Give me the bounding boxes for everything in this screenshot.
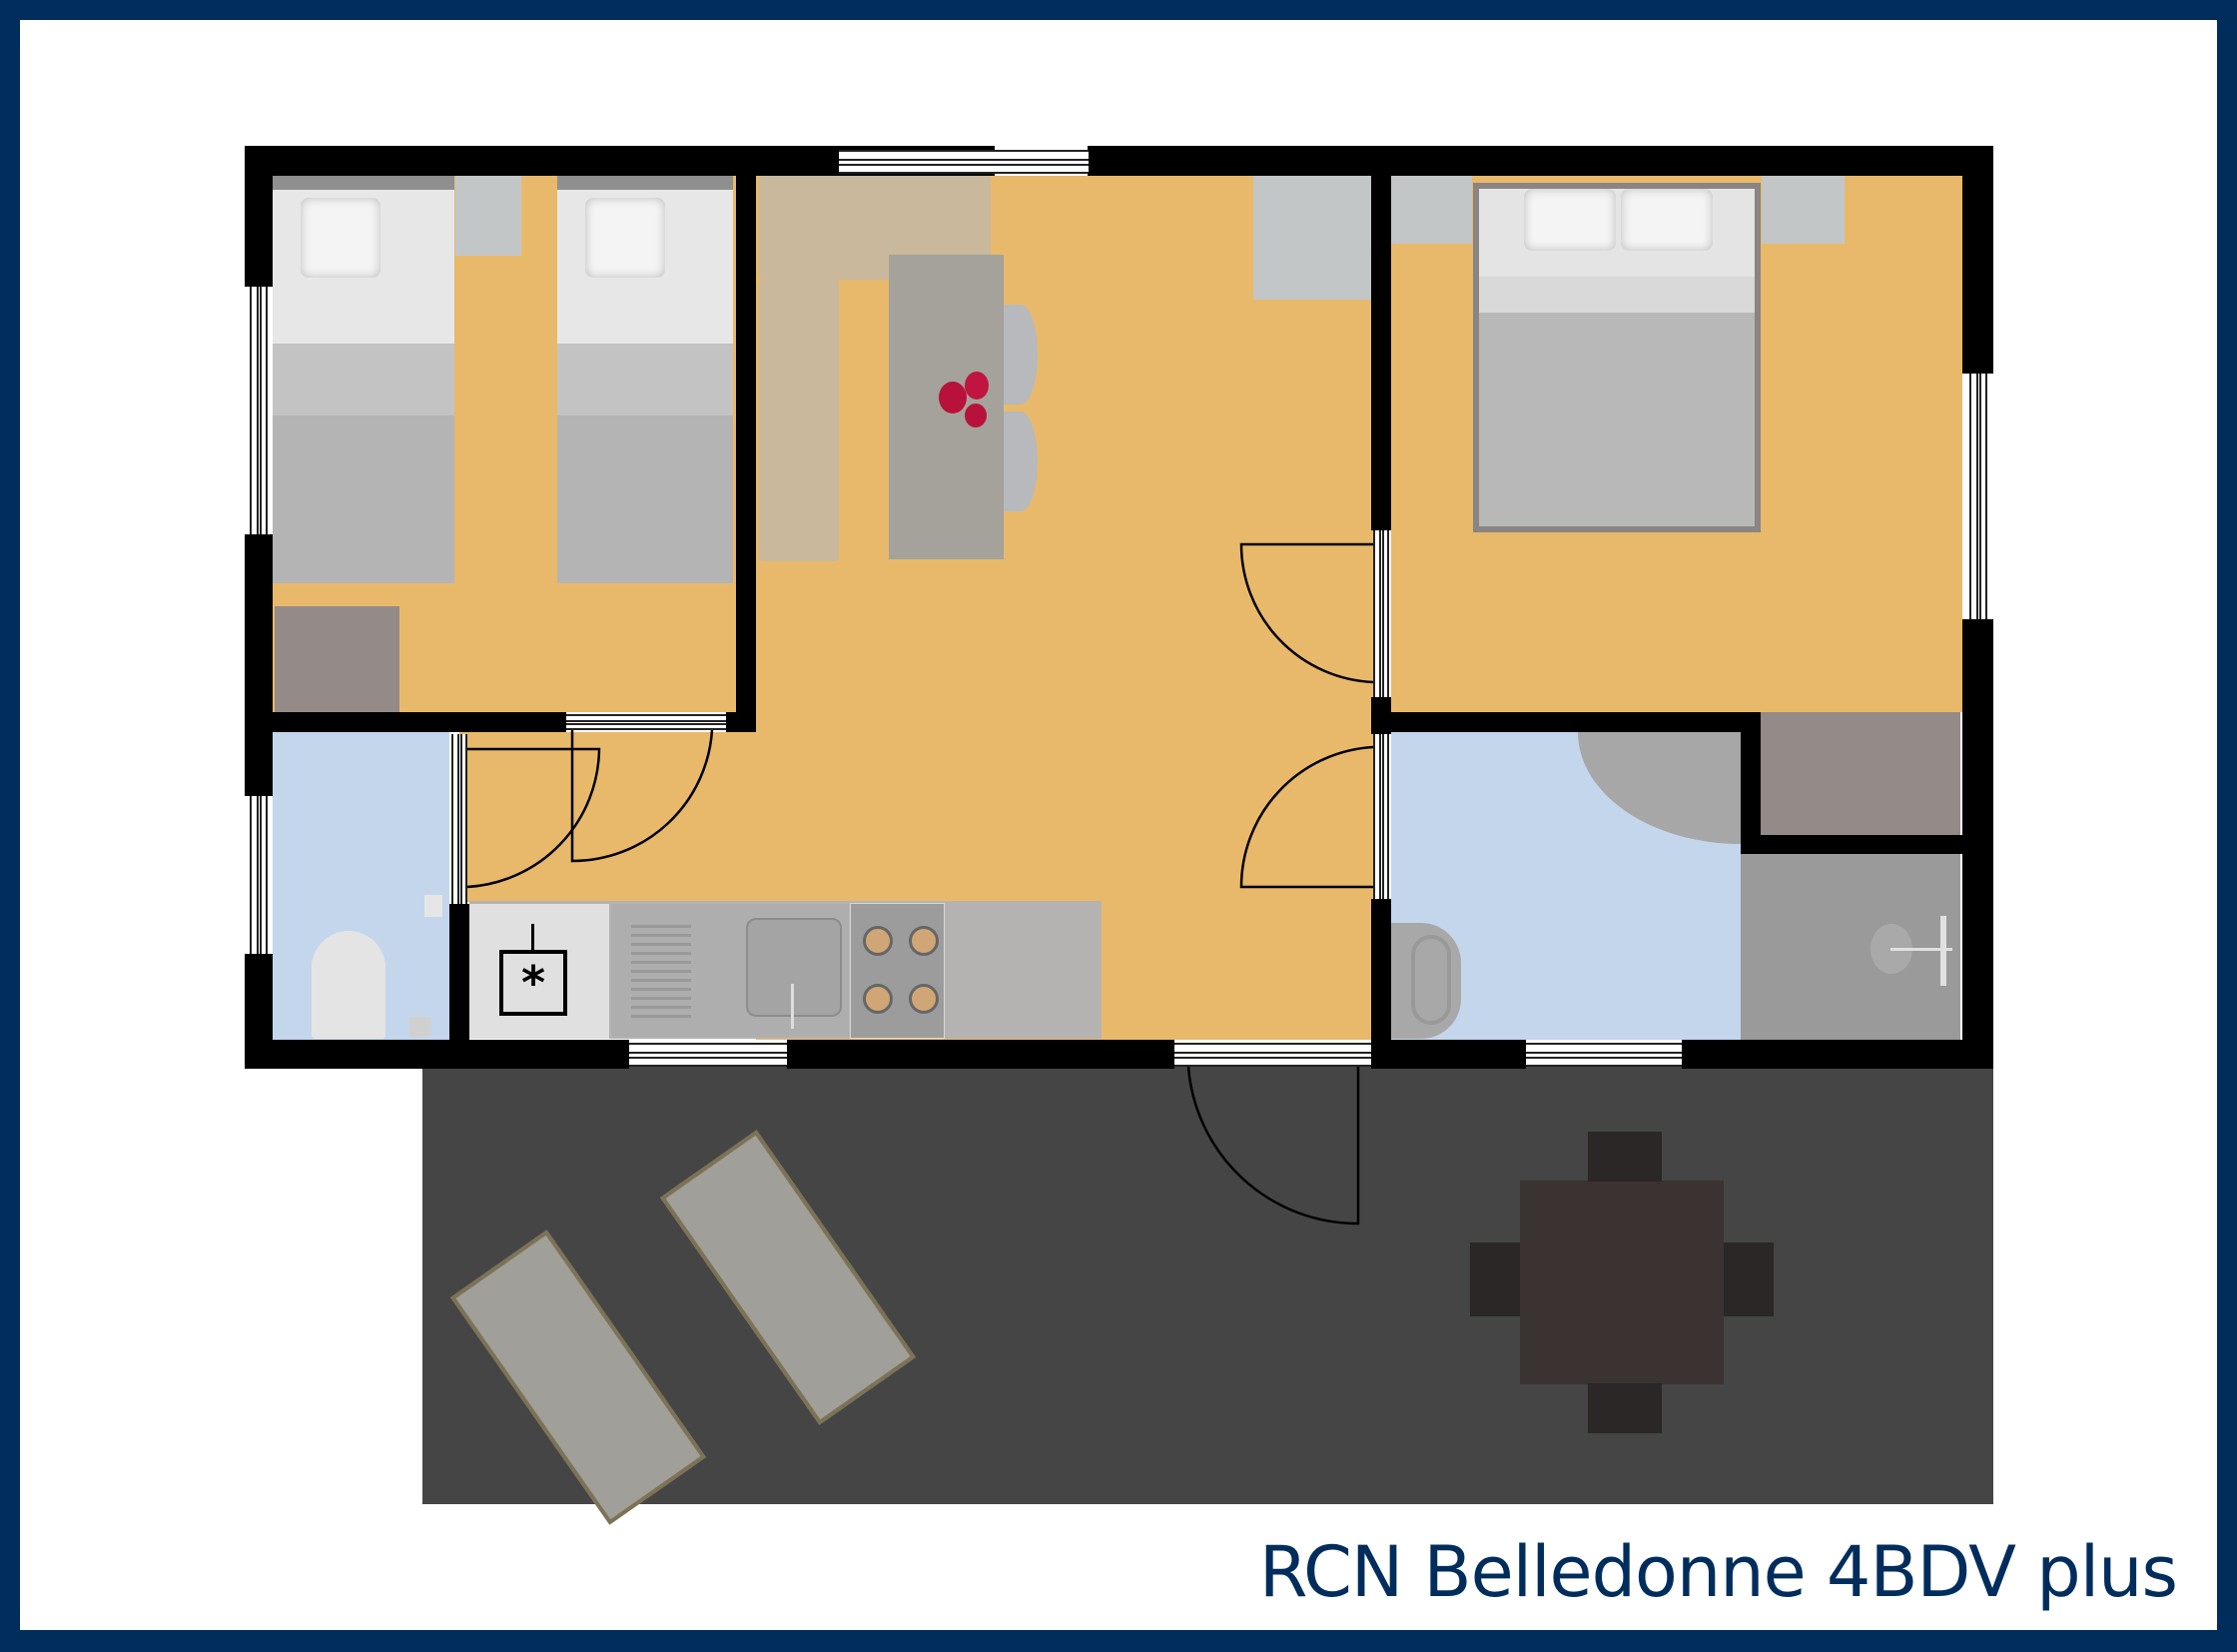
door-frame-double-bedroom	[1373, 530, 1389, 697]
outer-wall-right	[1962, 619, 1993, 1069]
toilet-paper-holder	[424, 895, 442, 917]
wall-twin-bedroom-bottom	[726, 712, 756, 732]
wall-bathroom-storage	[1741, 712, 1761, 854]
terrace-chair	[1470, 1242, 1520, 1316]
double-bed	[1473, 183, 1761, 532]
storage-cabinet	[1761, 712, 1960, 835]
flowers-icon	[939, 372, 993, 433]
outer-wall-bottom	[245, 1040, 629, 1069]
burner-icon	[863, 926, 893, 956]
window-toilet	[250, 796, 268, 954]
nightstand	[1391, 176, 1472, 244]
door-double-bedroom	[1239, 542, 1374, 684]
wardrobe	[275, 606, 399, 712]
fridge-icon: *	[499, 950, 567, 1016]
shower-tray	[1741, 854, 1960, 1040]
outer-wall-bottom	[787, 1040, 1174, 1069]
wall-center-divider	[1371, 146, 1391, 530]
door-entry	[1186, 1066, 1360, 1226]
wall-twin-bedroom-right	[736, 146, 756, 732]
outer-wall-left	[245, 146, 273, 287]
fridge: *	[469, 904, 609, 1039]
window-kitchen	[629, 1043, 787, 1067]
cabinet	[1253, 176, 1371, 300]
toilet	[312, 931, 385, 1039]
hallway-floor	[459, 732, 759, 902]
door-bathroom	[1239, 745, 1374, 889]
wall-twin-bedroom-bottom	[245, 712, 566, 732]
single-bed-2	[557, 176, 733, 583]
door-frame-toilet	[451, 734, 467, 904]
nightstand	[455, 176, 521, 256]
outer-wall-bottom	[1682, 1040, 1993, 1069]
door-frame-twin-bedroom	[566, 714, 726, 730]
faucet	[791, 984, 794, 1029]
burner-icon	[909, 984, 939, 1014]
burner-icon	[863, 984, 893, 1014]
drainer	[631, 919, 691, 1024]
door-frame-bathroom	[1373, 734, 1389, 899]
door-frame-entry	[1174, 1043, 1371, 1067]
outer-wall-bottom	[1371, 1040, 1526, 1069]
wall-storage-shower	[1741, 835, 1962, 854]
gas-stove	[850, 903, 945, 1039]
chair	[1004, 305, 1038, 405]
door-toilet	[466, 747, 601, 889]
wall-center-divider	[1371, 899, 1391, 1040]
burner-icon	[909, 926, 939, 956]
corner-sofa-side	[759, 280, 839, 561]
wall-bedroom-bathroom	[1371, 712, 1761, 732]
living-room-floor	[756, 176, 1373, 1040]
plan-title: RCN Belledonne 4BDV plus	[1258, 1531, 2178, 1613]
window-double-bedroom	[1969, 374, 1987, 619]
terrace-chair	[1588, 1132, 1662, 1182]
sink-basin	[746, 918, 842, 1017]
window-twin-bedroom	[250, 287, 268, 534]
outer-wall-right	[1962, 146, 1993, 374]
window-bathroom	[1526, 1043, 1682, 1067]
outer-wall-top	[1088, 146, 1993, 176]
wall-toilet-right	[449, 904, 469, 1040]
floor-drain	[409, 1017, 431, 1037]
terrace-table	[1520, 1181, 1724, 1384]
washbasin	[1391, 923, 1461, 1039]
terrace-chair	[1588, 1383, 1662, 1433]
nightstand	[1762, 176, 1845, 244]
outer-wall-left	[245, 534, 273, 796]
sink	[611, 904, 849, 1037]
terrace-chair	[1724, 1242, 1774, 1316]
chair	[1004, 412, 1038, 511]
door-twin-bedroom	[570, 729, 714, 863]
single-bed-1	[273, 176, 454, 583]
window-living-top	[839, 150, 1089, 174]
